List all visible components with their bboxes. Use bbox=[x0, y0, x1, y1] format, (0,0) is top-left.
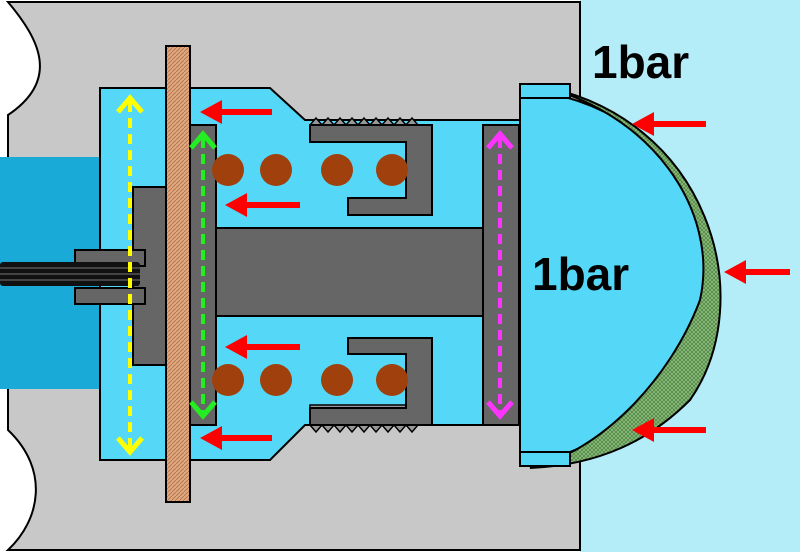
membrane-clamp-upper bbox=[519, 83, 571, 99]
ball bbox=[260, 364, 292, 396]
shaft-tab-lower bbox=[74, 287, 146, 305]
ball bbox=[212, 364, 244, 396]
arrow-green bbox=[189, 130, 217, 420]
arrow-yellow bbox=[116, 94, 144, 456]
red-arrow bbox=[200, 426, 272, 450]
inside-pressure-label: 1bar bbox=[532, 248, 629, 300]
red-arrow bbox=[632, 112, 706, 136]
diaphragm-plate bbox=[165, 45, 191, 503]
ball bbox=[212, 154, 244, 186]
red-arrow bbox=[632, 418, 706, 442]
central-shaft bbox=[215, 227, 487, 317]
cable-strands bbox=[0, 267, 140, 281]
ball bbox=[321, 364, 353, 396]
ball bbox=[260, 154, 292, 186]
membrane-clamp-lower bbox=[519, 451, 571, 467]
bearing-balls bbox=[212, 154, 408, 396]
ball bbox=[376, 154, 408, 186]
pressure-arrows bbox=[200, 100, 790, 450]
red-arrow bbox=[200, 100, 272, 124]
ball bbox=[376, 364, 408, 396]
outside-pressure-label: 1bar bbox=[592, 36, 689, 88]
red-arrow bbox=[225, 193, 300, 217]
red-arrow bbox=[724, 260, 790, 284]
arrow-magenta bbox=[486, 130, 514, 420]
red-arrow bbox=[225, 335, 300, 359]
ball bbox=[321, 154, 353, 186]
membrane bbox=[529, 84, 722, 469]
